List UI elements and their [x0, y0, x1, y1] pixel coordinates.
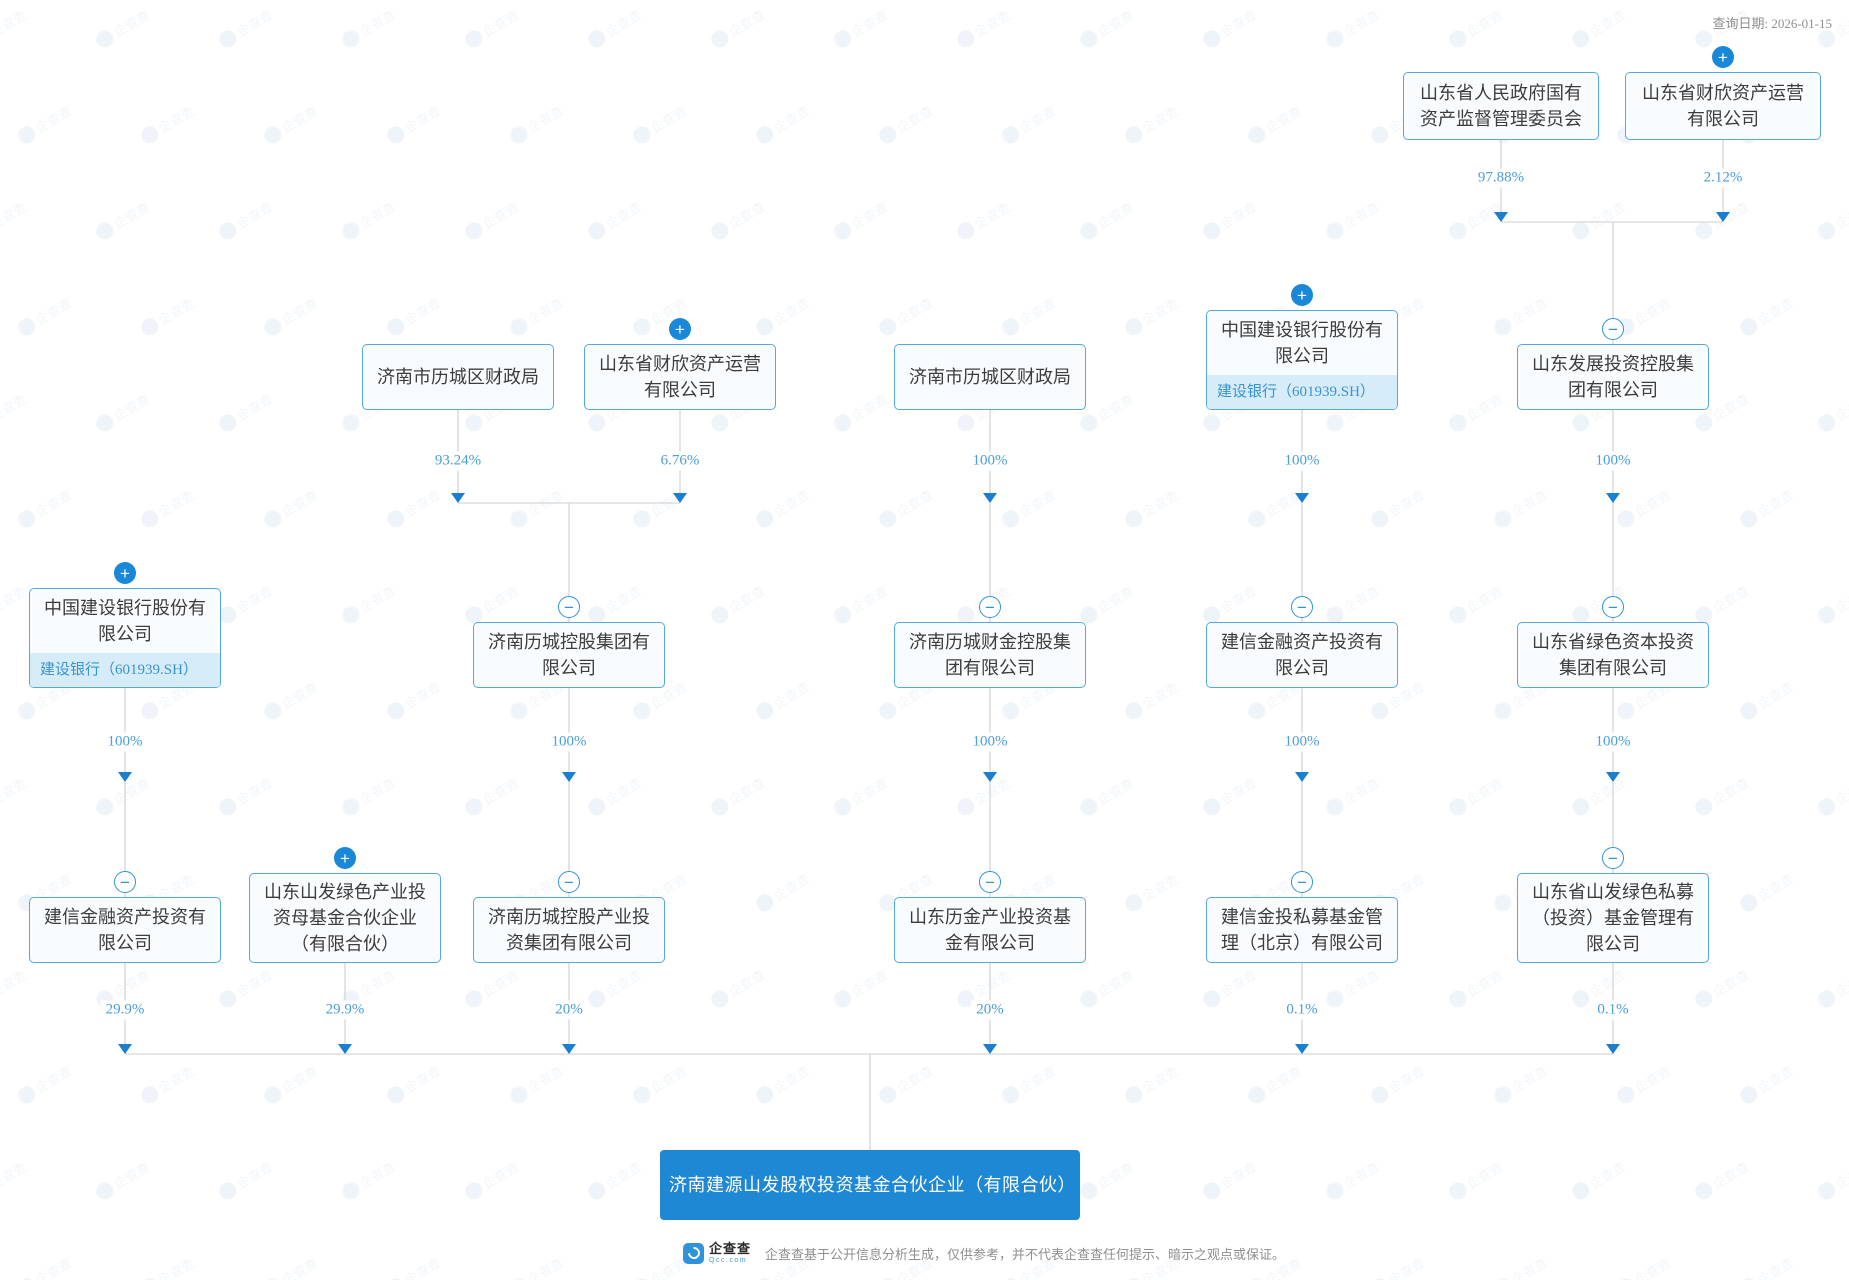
collapse-minus-icon[interactable]: −	[1602, 318, 1624, 340]
company-node[interactable]: 山东省人民政府国有资产监督管理委员会	[1403, 72, 1599, 140]
collapse-minus-icon[interactable]: −	[114, 871, 136, 893]
company-name: 济南市历城区财政局	[377, 367, 539, 387]
company-name: 济南历城控股集团有限公司	[488, 632, 650, 678]
qcc-brand-name: 企查查	[709, 1241, 752, 1256]
ownership-percent-label: 100%	[967, 732, 1013, 752]
company-node[interactable]: 济南历城控股集团有限公司 −	[473, 596, 665, 688]
collapse-minus-icon[interactable]: −	[1602, 847, 1624, 869]
collapse-minus-icon[interactable]: −	[1291, 871, 1313, 893]
company-name: 山东省财欣资产运营有限公司	[599, 354, 761, 400]
arrow-down-icon	[673, 493, 687, 503]
collapse-minus-icon[interactable]: −	[1291, 596, 1313, 618]
ownership-percent-label: 2.12%	[1698, 168, 1748, 188]
arrow-down-icon	[1606, 493, 1620, 503]
ownership-percent-label: 0.1%	[1592, 1000, 1634, 1020]
arrow-down-icon	[983, 1044, 997, 1054]
stock-ticker-label[interactable]: 建设银行（601939.SH）	[30, 653, 220, 687]
ownership-percent-label: 100%	[102, 732, 148, 752]
expand-plus-icon[interactable]: +	[114, 562, 136, 584]
arrow-down-icon	[338, 1044, 352, 1054]
ownership-percent-label: 20%	[971, 1000, 1009, 1020]
company-node[interactable]: 济南历城财金控股集团有限公司 −	[894, 596, 1086, 688]
qcc-brand: 企查查 Qcc.com	[709, 1242, 751, 1264]
collapse-minus-icon[interactable]: −	[558, 596, 580, 618]
ownership-percent-label: 100%	[546, 732, 592, 752]
ownership-percent-label: 100%	[1279, 732, 1325, 752]
company-node[interactable]: 济南市历城区财政局	[894, 344, 1086, 410]
ownership-percent-label: 93.24%	[429, 451, 487, 471]
company-name: 建信金融资产投资有限公司	[1221, 632, 1383, 678]
company-node[interactable]: 建信金投私募基金管理（北京）有限公司 −	[1206, 871, 1398, 963]
company-name: 建信金投私募基金管理（北京）有限公司	[1221, 907, 1383, 953]
arrow-down-icon	[562, 772, 576, 782]
company-node[interactable]: 山东省山发绿色私募（投资）基金管理有限公司 −	[1517, 847, 1709, 963]
expand-plus-icon[interactable]: +	[334, 847, 356, 869]
company-name: 山东省山发绿色私募（投资）基金管理有限公司	[1532, 882, 1694, 954]
collapse-minus-icon[interactable]: −	[979, 871, 1001, 893]
footer-disclaimer: 企查查基于公开信息分析生成，仅供参考，并不代表企查查任何提示、暗示之观点或保证。	[765, 1246, 1286, 1262]
ownership-percent-label: 100%	[1590, 451, 1636, 471]
ownership-percent-label: 29.9%	[320, 1000, 370, 1020]
arrow-down-icon	[983, 493, 997, 503]
arrow-down-icon	[1295, 772, 1309, 782]
arrow-down-icon	[451, 493, 465, 503]
company-name: 济南市历城区财政局	[909, 367, 1071, 387]
arrow-down-icon	[1494, 212, 1508, 222]
stock-ticker-label[interactable]: 建设银行（601939.SH）	[1207, 375, 1397, 409]
arrow-down-icon	[1716, 212, 1730, 222]
ownership-percent-label: 97.88%	[1472, 168, 1530, 188]
company-node[interactable]: 中国建设银行股份有限公司建设银行（601939.SH） +	[1206, 284, 1398, 410]
query-date: 查询日期: 2026-01-15	[1712, 16, 1832, 31]
company-name: 中国建设银行股份有限公司	[44, 598, 206, 644]
company-name: 山东山发绿色产业投资母基金合伙企业（有限合伙）	[264, 882, 426, 954]
arrow-down-icon	[1606, 772, 1620, 782]
collapse-minus-icon[interactable]: −	[558, 871, 580, 893]
expand-plus-icon[interactable]: +	[669, 318, 691, 340]
company-node[interactable]: 山东省财欣资产运营有限公司 +	[1625, 46, 1821, 140]
company-node[interactable]: 山东省财欣资产运营有限公司 +	[584, 318, 776, 410]
company-node[interactable]: 建信金融资产投资有限公司 −	[1206, 596, 1398, 688]
arrow-down-icon	[562, 1044, 576, 1054]
company-name: 山东历金产业投资基金有限公司	[909, 907, 1071, 953]
company-node[interactable]: 山东省绿色资本投资集团有限公司 −	[1517, 596, 1709, 688]
ownership-percent-label: 100%	[1279, 451, 1325, 471]
company-node[interactable]: 山东历金产业投资基金有限公司 −	[894, 871, 1086, 963]
company-node[interactable]: 济南历城控股产业投资集团有限公司 −	[473, 871, 665, 963]
footer: 企查查 Qcc.com 企查查基于公开信息分析生成，仅供参考，并不代表企查查任何…	[683, 1242, 1285, 1264]
collapse-minus-icon[interactable]: −	[1602, 596, 1624, 618]
expand-plus-icon[interactable]: +	[1291, 284, 1313, 306]
arrow-down-icon	[1606, 1044, 1620, 1054]
company-name: 济南历城财金控股集团有限公司	[909, 632, 1071, 678]
ownership-percent-label: 0.1%	[1281, 1000, 1323, 1020]
company-name: 山东省财欣资产运营有限公司	[1642, 83, 1804, 129]
arrow-down-icon	[983, 772, 997, 782]
ownership-percent-label: 100%	[1590, 732, 1636, 752]
arrow-down-icon	[118, 1044, 132, 1054]
target-company-node[interactable]: 济南建源山发股权投资基金合伙企业（有限合伙）	[660, 1150, 1080, 1220]
company-name: 山东省人民政府国有资产监督管理委员会	[1420, 83, 1582, 129]
arrow-down-icon	[118, 772, 132, 782]
company-node[interactable]: 建信金融资产投资有限公司 −	[29, 871, 221, 963]
qcc-brand-domain: Qcc.com	[709, 1257, 748, 1264]
expand-plus-icon[interactable]: +	[1712, 46, 1734, 68]
company-name: 中国建设银行股份有限公司	[1221, 320, 1383, 366]
ownership-percent-label: 100%	[967, 451, 1013, 471]
company-name: 济南历城控股产业投资集团有限公司	[488, 907, 650, 953]
ownership-percent-label: 6.76%	[655, 451, 705, 471]
arrow-down-icon	[1295, 493, 1309, 503]
ownership-percent-label: 29.9%	[100, 1000, 150, 1020]
company-node[interactable]: 山东发展投资控股集团有限公司 −	[1517, 318, 1709, 410]
company-name: 建信金融资产投资有限公司	[44, 907, 206, 953]
qcc-logo-icon	[683, 1242, 704, 1264]
arrow-down-icon	[1295, 1044, 1309, 1054]
company-node[interactable]: 济南市历城区财政局	[362, 344, 554, 410]
ownership-percent-label: 20%	[550, 1000, 588, 1020]
company-node[interactable]: 中国建设银行股份有限公司建设银行（601939.SH） +	[29, 562, 221, 688]
company-node[interactable]: 山东山发绿色产业投资母基金合伙企业（有限合伙） +	[249, 847, 441, 963]
collapse-minus-icon[interactable]: −	[979, 596, 1001, 618]
company-name: 山东省绿色资本投资集团有限公司	[1532, 632, 1694, 678]
company-name: 济南建源山发股权投资基金合伙企业（有限合伙）	[669, 1175, 1076, 1195]
company-name: 山东发展投资控股集团有限公司	[1532, 354, 1694, 400]
